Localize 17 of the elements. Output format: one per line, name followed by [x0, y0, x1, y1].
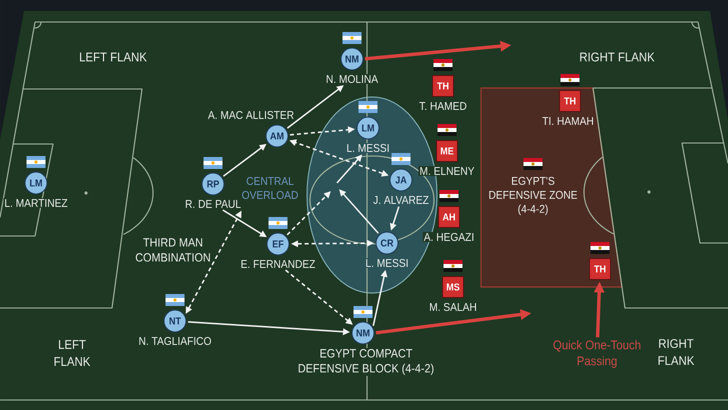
player-name: E. FERNANDEZ [240, 259, 316, 269]
player-name: M. ELNENY [418, 166, 476, 176]
player-name: L. MARTINEZ [3, 198, 69, 208]
player-name: R. DE PAUL [184, 199, 242, 209]
area-label: RIGHT FLANK [654, 338, 698, 366]
annotation-text: Quick One-Touch Passing [554, 340, 640, 368]
player-name: N. TAGLIAFICO [138, 336, 212, 346]
player-name: M. SALAH [428, 302, 478, 312]
tactic-label: THIRD MAN COMBINATION [132, 237, 214, 263]
player-name: J. ALVAREZ [372, 195, 430, 205]
player-name: T. HAMED [418, 101, 468, 111]
area-label: LEFT FLANK [50, 339, 94, 367]
zone-label: CENTRAL OVERLOAD [242, 177, 298, 199]
area-label: RIGHT FLANK [578, 52, 656, 62]
area-label: LEFT FLANK [78, 52, 148, 62]
player-name: TI. HAMAH [541, 116, 595, 126]
tactic-label: EGYPT COMPACT DEFENSIVE BLOCK (4-4-2) [294, 348, 438, 376]
